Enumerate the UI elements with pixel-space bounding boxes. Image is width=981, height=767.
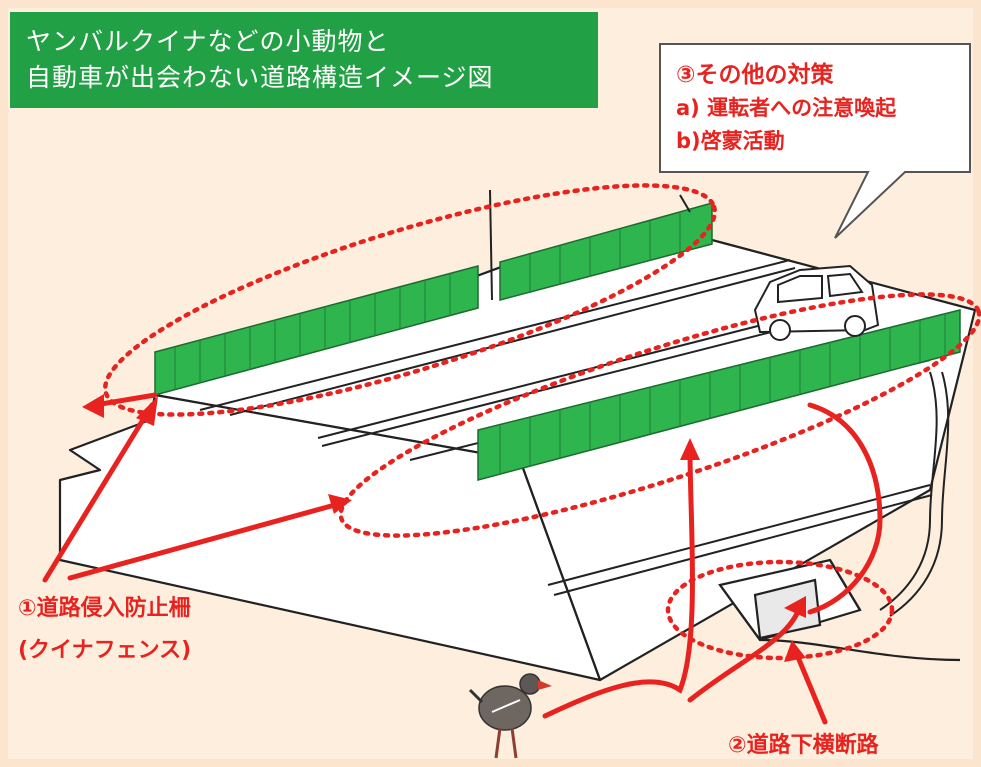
fence-sublabel: (クイナフェンス): [18, 638, 192, 663]
title-banner: ヤンバルクイナなどの小動物と 自動車が出会わない道路構造イメージ図: [10, 12, 598, 108]
culvert-label: ②道路下横断路: [728, 733, 879, 758]
callout-text: ③その他の対策 a) 運転者への注意喚起 b)啓蒙活動: [676, 58, 966, 158]
title-line-1: ヤンバルクイナなどの小動物と: [26, 27, 390, 56]
drainage-channel: [879, 371, 950, 617]
title-line-2: 自動車が出会わない道路構造イメージ図: [26, 63, 494, 92]
rail-bird-illustration: [468, 673, 552, 759]
annotation-arrows: [42, 392, 883, 725]
fence-back: [154, 189, 713, 396]
fence-front: [477, 309, 961, 481]
highlight-ellipses: [102, 183, 981, 661]
callout-heading: ③その他の対策: [676, 62, 834, 88]
culvert: [718, 558, 961, 662]
callout-item-b: b)啓蒙活動: [676, 129, 785, 153]
car: [753, 264, 880, 341]
arrow-heads: [82, 394, 806, 662]
callout-bubble: [659, 43, 971, 239]
fence-label: ①道路侵入防止柵: [18, 596, 191, 621]
callout-item-a: a) 運転者への注意喚起: [676, 96, 897, 120]
